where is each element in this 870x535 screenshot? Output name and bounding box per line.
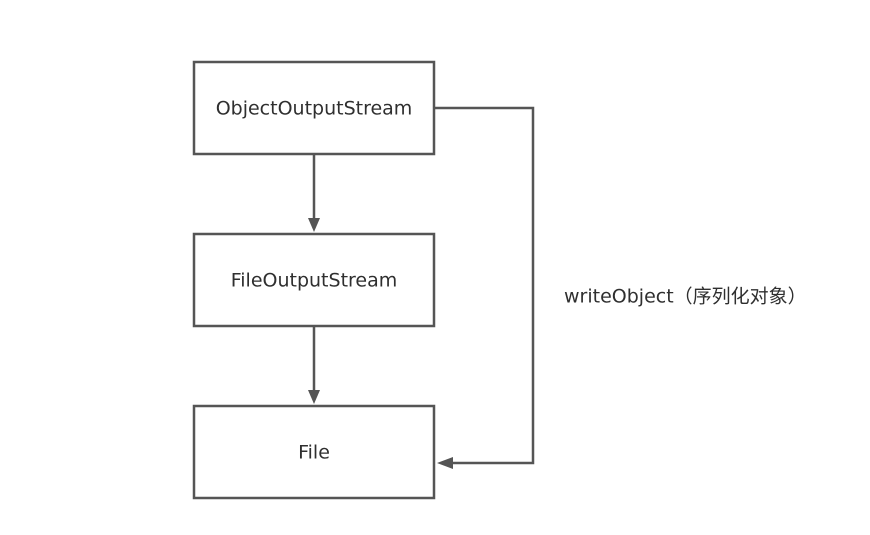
edge-write-object-arrowhead [437,457,453,469]
node-file-output-stream-box [192,232,436,328]
edge-write-object-line [434,106,535,465]
node-file-label: File [298,442,330,464]
edge-object-to-file-output-arrowhead [308,218,320,232]
node-object-output-stream-label: ObjectOutputStream [216,98,413,120]
node-object-output-stream: ObjectOutputStream [192,60,436,156]
edge-write-object-label: writeObject（序列化对象） [564,286,807,308]
edge-write-object: writeObject（序列化对象） [434,106,807,469]
node-file-output-stream: FileOutputStream [192,232,436,328]
node-file-box [192,404,436,500]
edge-object-to-file-output [308,154,320,232]
edge-file-output-to-file [308,326,320,404]
node-file: File [192,404,436,500]
edge-file-output-to-file-arrowhead [308,390,320,404]
node-file-output-stream-label: FileOutputStream [231,270,398,292]
node-object-output-stream-box [192,60,436,156]
